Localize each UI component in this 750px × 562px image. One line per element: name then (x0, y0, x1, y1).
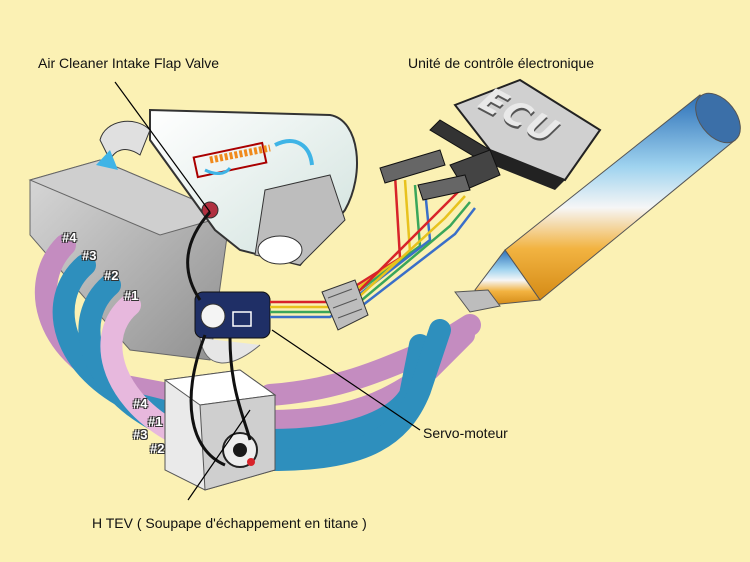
pipe-label-lower-2: #2 (150, 441, 165, 456)
label-htev: H TEV ( Soupape d'échappement en titane … (92, 515, 367, 531)
pipe-label-lower-3: #3 (133, 427, 148, 442)
pipe-label-upper-4: #4 (62, 230, 77, 245)
intake-manifold-box (28, 159, 232, 361)
label-ecu: Unité de contrôle électronique (408, 55, 595, 71)
servo-motor-unit (194, 291, 271, 364)
pipe-label-upper-2: #2 (104, 268, 119, 283)
wiring-connector (321, 279, 369, 331)
muffler (454, 92, 741, 313)
pipe-label-upper-1: #1 (124, 288, 139, 303)
exhaust-pipes-to-muffler (259, 314, 481, 471)
pipe-label-upper-3: #3 (82, 248, 97, 263)
ecu-box (379, 78, 602, 201)
exhaust-headers-upper (34, 234, 211, 456)
control-cables (186, 211, 252, 467)
wiring-harness (270, 174, 476, 319)
pipe-label-lower-1: #1 (148, 414, 163, 429)
air-cleaner-housing (96, 108, 358, 267)
htev-valve-body (163, 369, 277, 491)
label-pointer-lines (114, 81, 421, 501)
label-intake-flap-valve: Air Cleaner Intake Flap Valve (38, 55, 220, 71)
label-servo-motor: Servo-moteur (423, 425, 508, 441)
pipe-label-lower-4: #4 (133, 396, 148, 411)
